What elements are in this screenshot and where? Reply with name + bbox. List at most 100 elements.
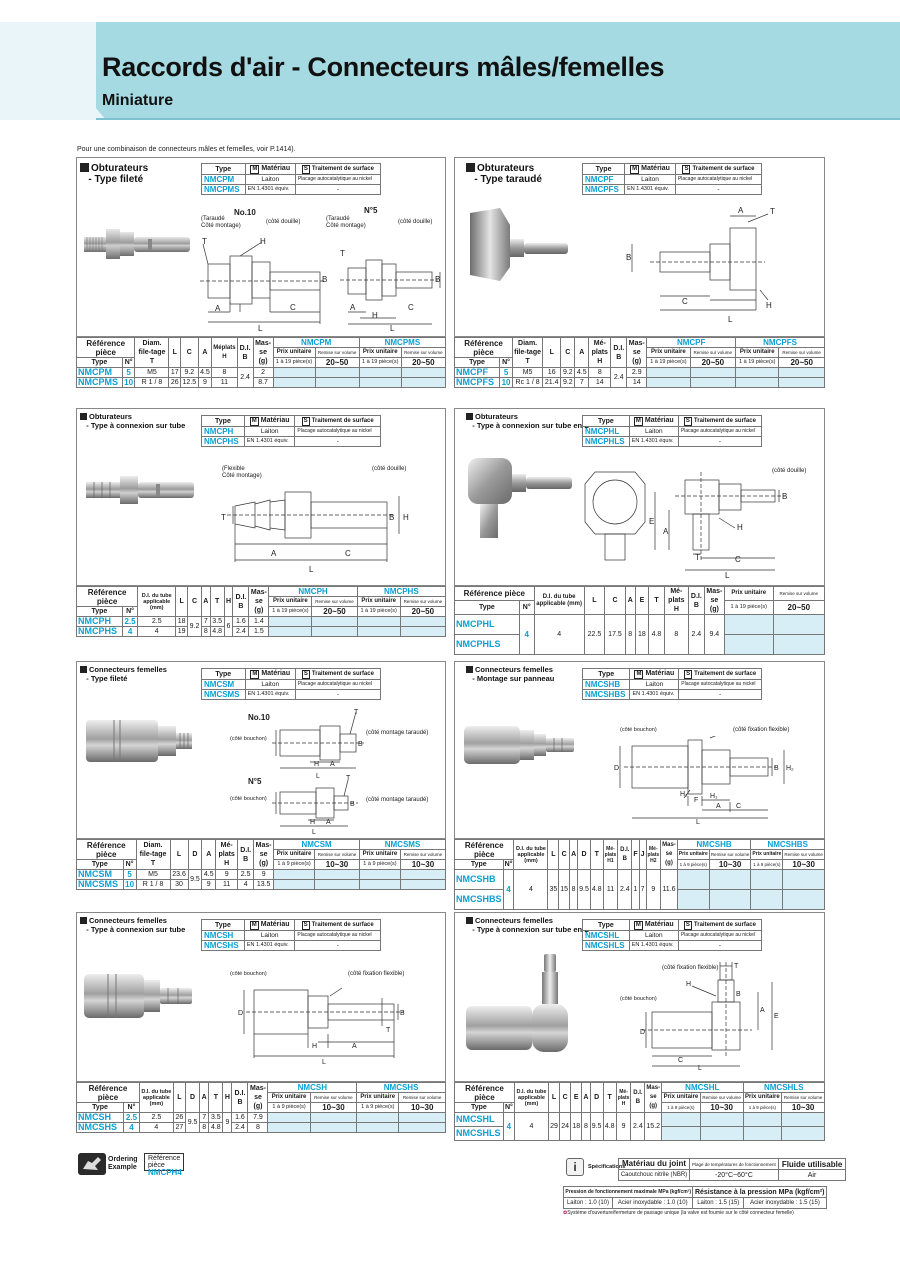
square-bullet-icon: [466, 917, 473, 924]
square-bullet-icon: [80, 917, 87, 924]
svg-text:L: L: [698, 1065, 702, 1070]
svg-text:H: H: [312, 1043, 317, 1050]
spec-table-2: Pression de fonctionnement maximale MPa …: [562, 1186, 828, 1209]
label-cote-taraude-1: (côté montage taraudé): [366, 730, 429, 736]
label-cote-fixation-1: (côté fixation flexible): [733, 727, 790, 733]
header-underline: [96, 118, 900, 120]
ordering-ref-box: Référence pièce: [144, 1153, 185, 1171]
label-no10-b: No.10: [248, 713, 270, 722]
svg-text:B: B: [774, 765, 779, 772]
svg-text:H: H: [260, 237, 266, 246]
product-photo-nmcpm: [84, 229, 190, 259]
label-taraude-2: (Taraudé Côté montage): [326, 216, 366, 229]
svg-text:H: H: [310, 819, 315, 826]
product-photo-nmcsm: [86, 720, 192, 762]
combination-note: Pour une combinaison de connecteurs mâle…: [77, 146, 296, 153]
svg-text:A: A: [330, 761, 335, 768]
label-n5: N°5: [364, 206, 378, 215]
svg-text:A: A: [663, 527, 669, 536]
svg-text:E: E: [649, 517, 654, 526]
label-cote-taraude-2: (côté montage taraudé): [366, 797, 429, 803]
svg-text:T: T: [770, 207, 775, 216]
label-taraude-1: (Taraudé Côté montage): [201, 216, 241, 229]
label-cote-douille-1: (côté douille): [266, 219, 301, 225]
svg-text:C: C: [408, 303, 414, 312]
svg-text:L: L: [322, 1059, 326, 1064]
panel-title-nmcshb: Connecteurs femelles - Montage sur panne…: [466, 665, 554, 683]
svg-text:A: A: [350, 303, 356, 312]
svg-text:T: T: [734, 963, 739, 970]
ordering-label: Ordering Example: [108, 1156, 138, 1171]
square-bullet-icon: [80, 666, 87, 673]
label-cote-douille-4: (côté douille): [772, 468, 807, 474]
svg-text:L: L: [309, 565, 314, 574]
svg-text:L: L: [312, 829, 316, 834]
product-photo-nmcphl: [468, 458, 572, 538]
svg-text:F: F: [694, 797, 698, 804]
svg-text:C: C: [736, 803, 741, 810]
svg-text:H: H: [314, 761, 319, 768]
svg-text:B: B: [736, 991, 741, 998]
ordering-hand-icon: [78, 1153, 106, 1175]
svg-text:H: H: [766, 301, 772, 310]
svg-text:L: L: [725, 571, 730, 580]
svg-text:T: T: [386, 1027, 391, 1034]
svg-text:L: L: [316, 773, 320, 780]
product-photo-nmcph: [86, 476, 194, 504]
panel-title-nmcshl: Connecteurs femelles - Type à connexion …: [466, 916, 589, 934]
svg-text:B: B: [350, 801, 355, 808]
svg-text:L: L: [390, 324, 395, 332]
svg-text:T: T: [340, 249, 345, 258]
square-bullet-icon: [466, 163, 475, 172]
svg-text:A: A: [738, 206, 744, 215]
svg-text:A: A: [326, 819, 331, 826]
svg-text:H: H: [403, 513, 409, 522]
ordering-value: NMCPH4: [148, 1168, 182, 1177]
header-band: [96, 22, 900, 120]
svg-text:B: B: [782, 492, 787, 501]
svg-text:B: B: [435, 275, 440, 284]
label-n5-b: N°5: [248, 777, 262, 786]
svg-text:C: C: [290, 303, 296, 312]
label-no10: No.10: [234, 208, 256, 217]
svg-text:H: H: [372, 311, 378, 320]
square-bullet-icon: [80, 413, 87, 420]
svg-text:L: L: [258, 324, 263, 332]
svg-text:B: B: [358, 741, 363, 748]
square-bullet-icon: [466, 413, 473, 420]
svg-text:A: A: [716, 803, 721, 810]
label-cote-bouchon-2: (côté bouchon): [230, 796, 267, 802]
svg-text:H₂: H₂: [786, 765, 794, 772]
svg-text:H: H: [737, 523, 743, 532]
svg-text:L: L: [696, 819, 700, 824]
svg-text:T: T: [695, 553, 700, 562]
label-cote-bouchon-3: (côté bouchon): [620, 727, 657, 733]
product-photo-nmcshb: [464, 726, 574, 764]
svg-text:C: C: [345, 549, 351, 558]
svg-text:A: A: [215, 304, 221, 313]
svg-text:T: T: [221, 513, 226, 522]
footnote-marker-icon: ✿: [563, 1210, 568, 1216]
label-cote-fixation-3: (côté fixation flexible): [662, 965, 719, 971]
svg-text:T: T: [346, 775, 351, 782]
panel-title-nmcphl: Obturateurs - Type à connexion sur tube …: [466, 412, 589, 430]
svg-text:C: C: [682, 297, 688, 306]
